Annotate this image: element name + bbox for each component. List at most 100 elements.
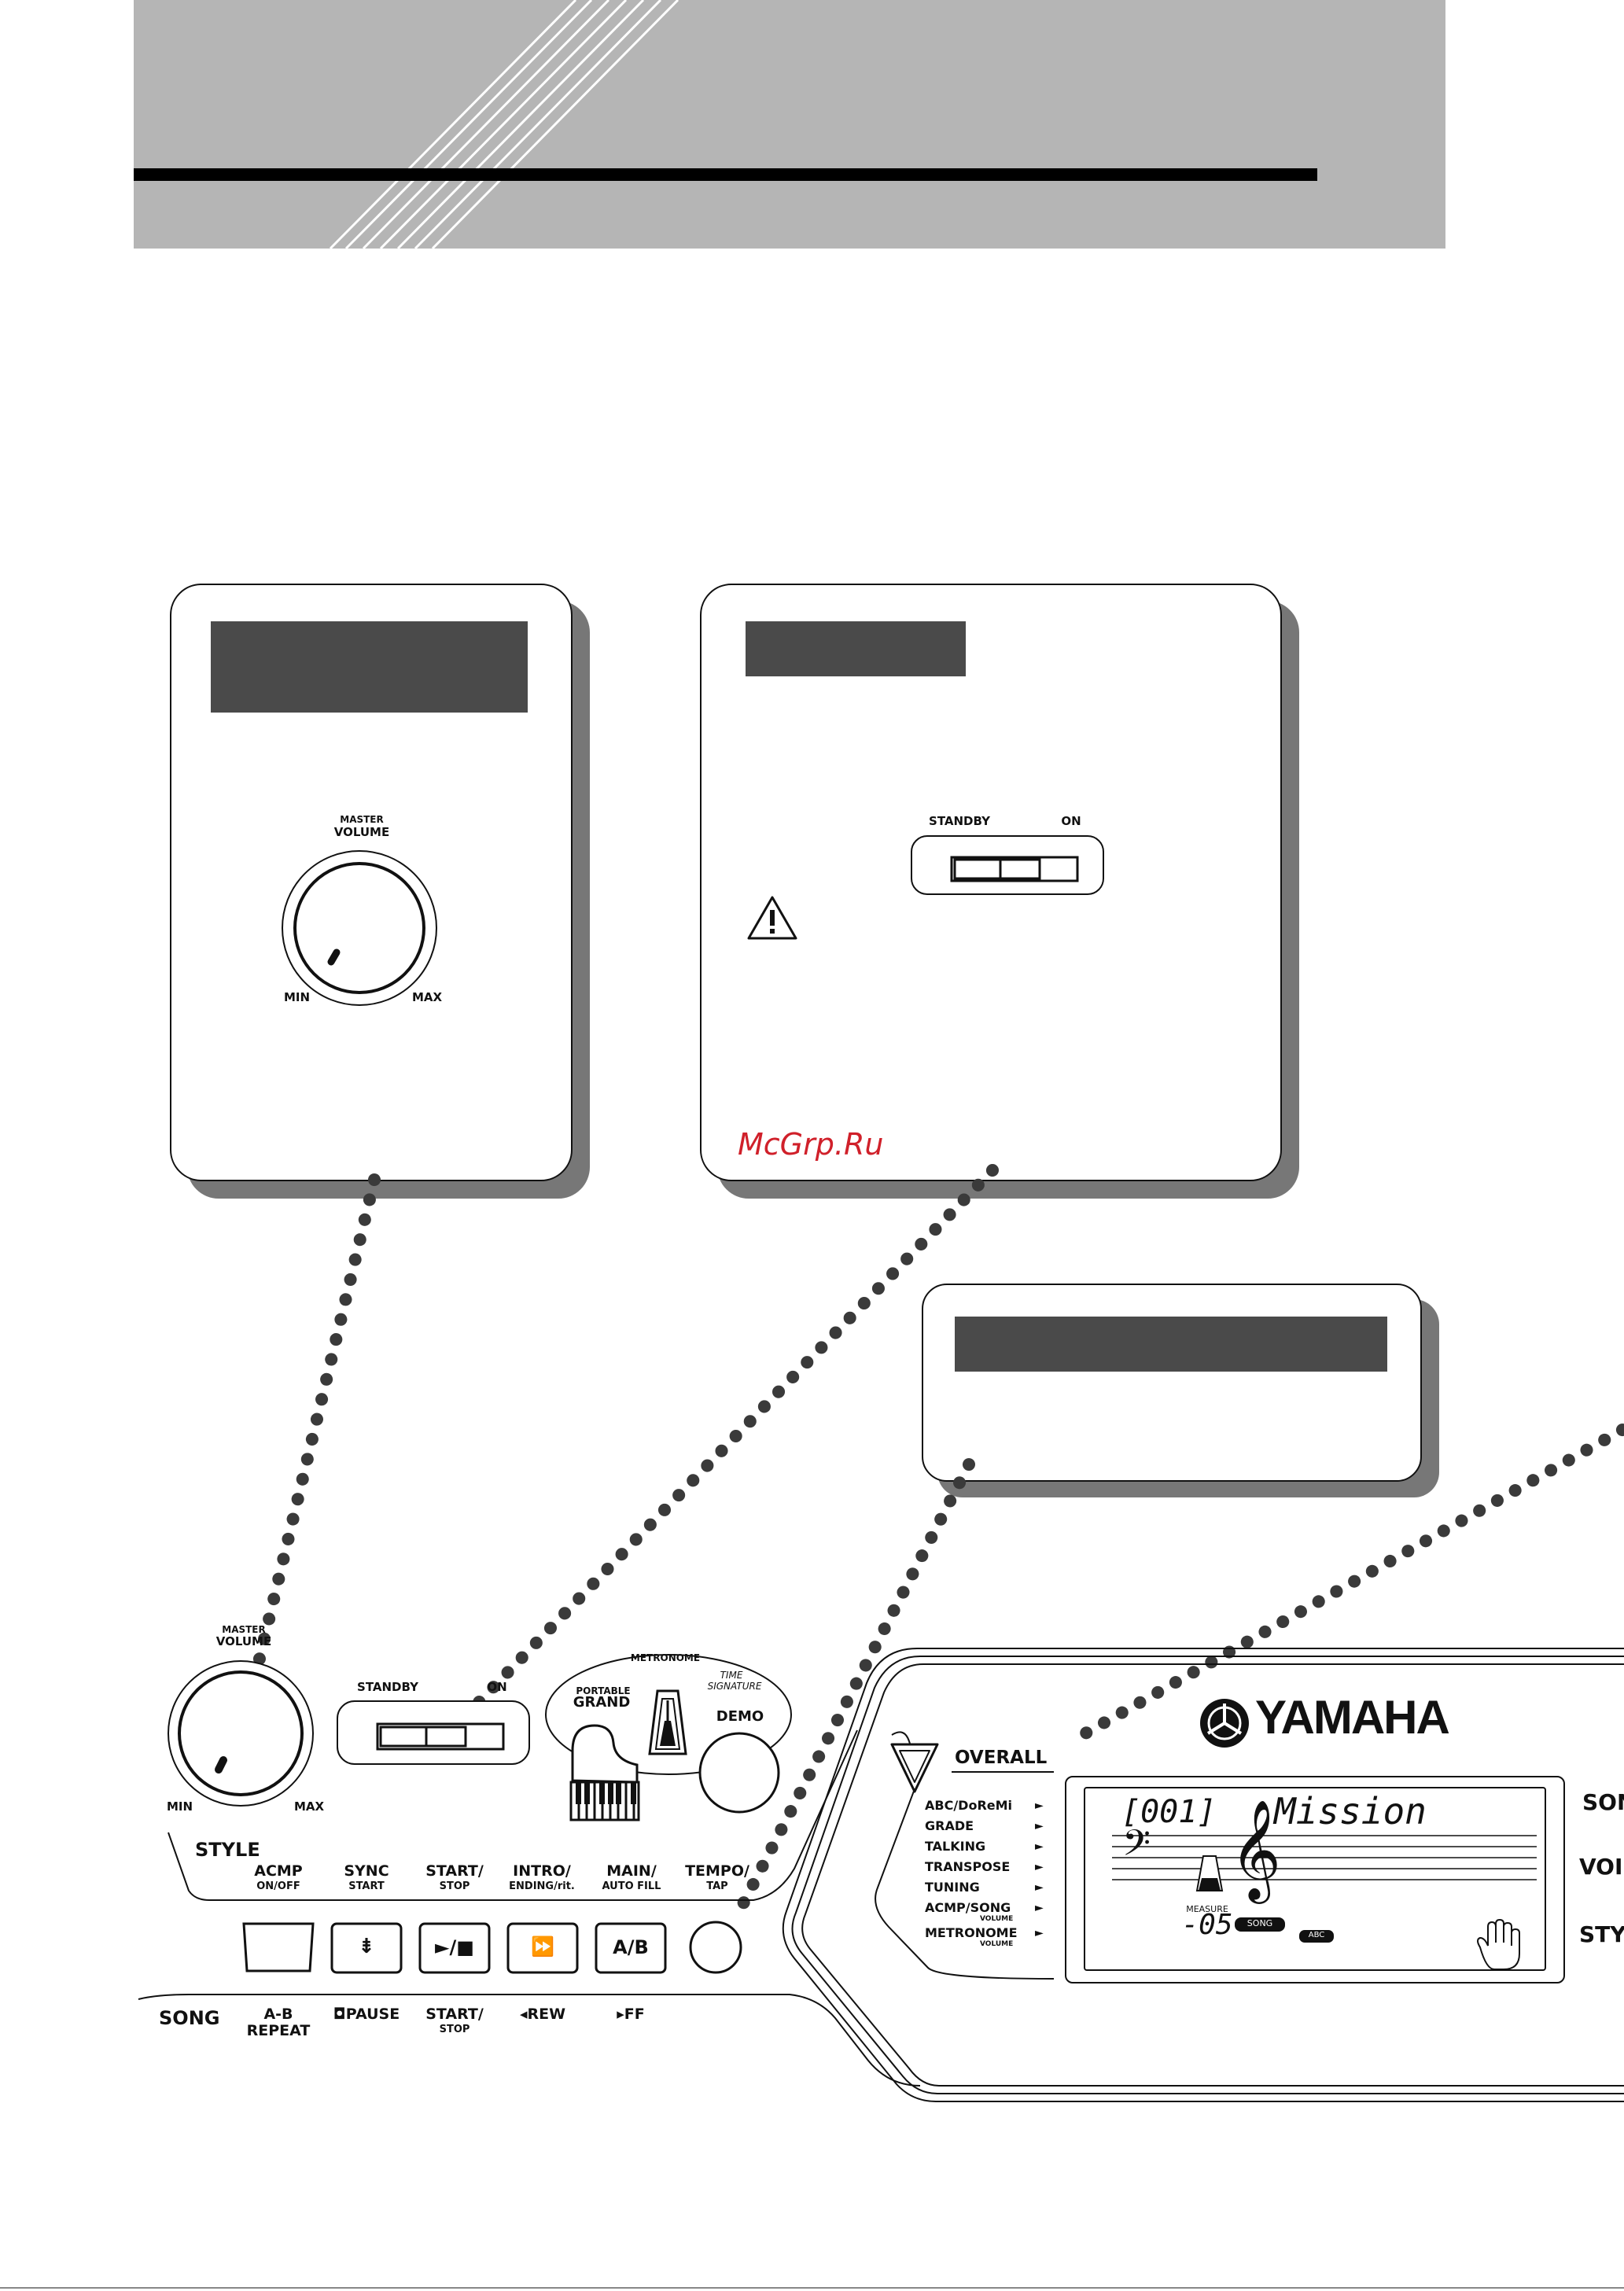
menu-item-label: TUNING xyxy=(925,1880,980,1895)
sync-start-button[interactable]: ⇟ xyxy=(330,1922,403,1974)
treble-clef-icon: 𝄞 xyxy=(1230,1799,1282,1899)
intro-ending-button[interactable]: ⏩ xyxy=(506,1922,579,1974)
lcd-abc-badge: ABC xyxy=(1299,1930,1334,1943)
arrow-right-icon: ► xyxy=(1035,1861,1044,1873)
overall-underline xyxy=(952,1771,1054,1773)
lcd-voice-name: Mission xyxy=(1274,1790,1427,1832)
watermark-text: McGrp.Ru xyxy=(738,1127,884,1162)
display-callout-panel xyxy=(922,1284,1439,1497)
menu-item-sublabel: VOLUME xyxy=(980,1940,1014,1948)
menu-list: ABC/DoReMi ► GRADE ► TALKING ► TRANSPOSE… xyxy=(925,1799,1051,1957)
start-stop-button-label: START/STOP xyxy=(425,1862,484,1892)
brand-name: YAMAHA xyxy=(1255,1691,1450,1744)
right-label-style: STY xyxy=(1579,1921,1624,1947)
rew-label: ◂REW xyxy=(519,2006,566,2023)
lcd-metronome-icon xyxy=(1195,1855,1224,1892)
warning-icon xyxy=(747,895,797,941)
main-autofill-button[interactable]: A/B xyxy=(595,1922,667,1974)
intro-ending-icon: ⏩ xyxy=(531,1936,554,1958)
ab-icon: A/B xyxy=(613,1936,649,1958)
page-bottom-rule xyxy=(0,2287,1624,2289)
menu-item-label: TALKING xyxy=(925,1839,986,1854)
menu-item-label: METRONOME xyxy=(925,1925,1018,1940)
menu-item-label: ABC/DoReMi xyxy=(925,1798,1013,1813)
menu-item-metronome-volume[interactable]: METRONOME VOLUME ► xyxy=(925,1927,1051,1949)
panel-master-label: MASTER xyxy=(340,814,384,825)
arrow-right-icon: ► xyxy=(1035,1902,1044,1914)
arrow-right-icon: ► xyxy=(1035,1820,1044,1832)
metronome-label: METRONOME xyxy=(630,1652,701,1663)
right-label-song: SON xyxy=(1582,1789,1624,1815)
kb-master-label: MASTER xyxy=(222,1624,266,1635)
portable-grand-icon[interactable] xyxy=(566,1719,645,1829)
kb-power-switch[interactable] xyxy=(337,1700,530,1765)
kb-min-label: MIN xyxy=(166,1799,193,1814)
song-label: SONG xyxy=(159,2007,220,2029)
right-label-voice: VOI xyxy=(1579,1854,1623,1880)
panel-max-label: MAX xyxy=(411,990,443,1004)
menu-item-sublabel: VOLUME xyxy=(980,1915,1014,1923)
overall-triangle-button[interactable] xyxy=(887,1740,942,1795)
overall-label: OVERALL xyxy=(955,1748,1048,1768)
menu-item-acmp-song-volume[interactable]: ACMP/SONG VOLUME ► xyxy=(925,1902,1051,1924)
tempo-tap-button[interactable] xyxy=(689,1921,742,1974)
panel-on-label: ON xyxy=(1061,814,1081,828)
sync-start-icon: ⇟ xyxy=(358,1935,375,1958)
lcd-voice-number-value: 001 xyxy=(1140,1794,1198,1830)
kb-master-volume-knob[interactable] xyxy=(167,1659,315,1807)
panel-power-switch[interactable] xyxy=(911,835,1104,895)
menu-item-label: GRADE xyxy=(925,1818,974,1833)
kb-volume-label: VOLUME xyxy=(215,1634,272,1648)
acmp-button[interactable] xyxy=(241,1922,315,1972)
menu-item-talking[interactable]: TALKING ► xyxy=(925,1840,1051,1856)
grand-label: GRAND xyxy=(573,1694,631,1711)
kb-max-label: MAX xyxy=(293,1799,325,1814)
metronome-group-outline xyxy=(543,1652,794,1777)
menu-item-abc-doremi[interactable]: ABC/DoReMi ► xyxy=(925,1799,1051,1815)
ff-label: ▸FF xyxy=(617,2006,645,2023)
header-banner xyxy=(134,0,1445,250)
menu-item-grade[interactable]: GRADE ► xyxy=(925,1820,1051,1836)
pause-label: ◘PAUSE xyxy=(333,2006,400,2023)
power-panel-title-bar xyxy=(746,621,966,676)
panel-standby-label: STANDBY xyxy=(929,814,990,828)
main-autofill-button-label: MAIN/AUTO FILL xyxy=(602,1862,661,1892)
menu-item-transpose[interactable]: TRANSPOSE ► xyxy=(925,1861,1051,1877)
play-stop-icon: ►/■ xyxy=(435,1936,474,1958)
lcd-song-badge: SONG xyxy=(1235,1917,1285,1932)
arrow-right-icon: ► xyxy=(1035,1799,1044,1812)
arrow-right-icon: ► xyxy=(1035,1881,1044,1894)
volume-panel-title-bar xyxy=(211,621,528,713)
lcd-measure-value: -05 xyxy=(1181,1909,1233,1941)
portable-label: PORTABLE xyxy=(576,1685,631,1696)
menu-item-tuning[interactable]: TUNING ► xyxy=(925,1881,1051,1897)
lcd-voice-number: [001] xyxy=(1121,1794,1217,1830)
bass-clef-icon: 𝄢 xyxy=(1121,1822,1151,1873)
demo-label: DEMO xyxy=(716,1708,764,1725)
menu-item-label: TRANSPOSE xyxy=(925,1859,1011,1874)
yamaha-logo-icon xyxy=(1199,1697,1250,1749)
kb-on-label: ON xyxy=(487,1680,507,1694)
panel-min-label: MIN xyxy=(283,990,311,1004)
arrow-right-icon: ► xyxy=(1035,1927,1044,1939)
demo-button[interactable] xyxy=(698,1732,780,1814)
lcd-hand-icon xyxy=(1472,1918,1521,1971)
time-signature-label-1: TIME xyxy=(720,1670,743,1681)
start-stop-button[interactable]: ►/■ xyxy=(418,1922,491,1974)
panel-master-volume-knob[interactable] xyxy=(281,849,438,1007)
style-label: STYLE xyxy=(195,1839,260,1861)
metronome-icon[interactable] xyxy=(648,1689,687,1755)
arrow-right-icon: ► xyxy=(1035,1840,1044,1853)
lcd-measure-label: MEASURE xyxy=(1186,1904,1228,1914)
intro-ending-button-label: INTRO/ENDING/rit. xyxy=(509,1862,575,1892)
menu-item-label: ACMP/SONG xyxy=(925,1900,1011,1915)
song-start-stop-label: START/STOP xyxy=(425,2006,484,2035)
panel-volume-label: VOLUME xyxy=(333,825,390,839)
tempo-tap-button-label: TEMPO/TAP xyxy=(685,1862,749,1892)
kb-standby-label: STANDBY xyxy=(357,1680,418,1694)
